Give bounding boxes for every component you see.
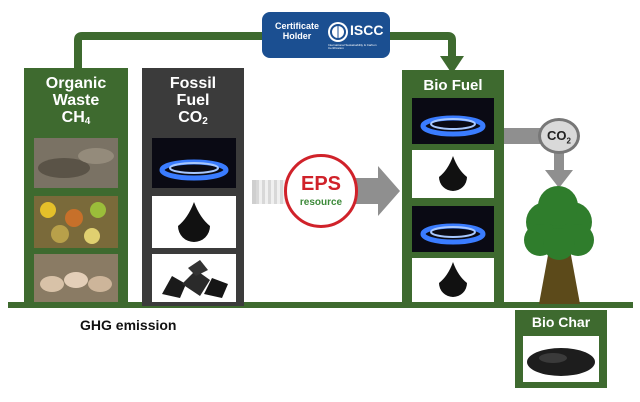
- organic-title-line2: Waste: [52, 91, 100, 109]
- fossil-formula-main: CO: [178, 108, 203, 126]
- tree-crown: [524, 186, 594, 260]
- fossil-title-line2: Fuel: [176, 91, 210, 109]
- eps-sub-text: resource: [299, 197, 343, 208]
- co2-down-shaft: [554, 152, 564, 174]
- ghg-emission-label: GHG emission: [80, 317, 177, 333]
- tree-trunk: [539, 228, 580, 304]
- certificate-badge: Certificate Holder ISCC International Su…: [262, 12, 390, 58]
- co2-bubble: CO2: [538, 118, 580, 154]
- biofuel-drop-image-2: [412, 258, 494, 302]
- certificate-holder-label: Certificate Holder: [274, 21, 319, 42]
- fossil-formula: CO2: [142, 108, 244, 128]
- grey-arrow-left: [256, 180, 286, 204]
- organic-waste-food-image: [34, 196, 118, 248]
- organic-formula-main: CH: [61, 108, 85, 126]
- organic-waste-column: Organic Waste CH4: [24, 68, 128, 306]
- fossil-oil-drop-image: [152, 196, 236, 248]
- fossil-gas-flame-image: [152, 138, 236, 188]
- eps-to-biofuel-arrow: [352, 166, 400, 216]
- co2-down-arrowhead: [545, 170, 573, 188]
- bio-char-title: Bio Char: [531, 314, 591, 330]
- biofuel-to-co2-connector: [502, 128, 542, 144]
- organic-waste-mud-image: [34, 138, 118, 188]
- biofuel-flame-image-1: [412, 98, 494, 144]
- fossil-coal-image: [152, 254, 236, 302]
- fossil-title-line1: Fossil: [169, 75, 217, 92]
- organic-title-line1: Organic: [45, 75, 107, 92]
- ground-line: [8, 302, 633, 308]
- bio-fuel-column: Bio Fuel: [402, 70, 504, 306]
- iscc-small-text: International Sustainability & Carbon Ce…: [328, 43, 377, 51]
- fossil-fuel-column: Fossil Fuel CO2: [142, 68, 244, 306]
- co2-text: CO2: [541, 128, 577, 146]
- eps-main-text: EPS: [300, 173, 342, 195]
- organic-formula: CH4: [24, 108, 128, 128]
- bio-fuel-title: Bio Fuel: [423, 77, 483, 94]
- eps-resource-logo: EPS resource: [284, 154, 358, 228]
- biochar-powder-image: [523, 336, 599, 382]
- top-flow-arrowhead: [440, 56, 464, 74]
- organic-formula-sub: 4: [84, 115, 91, 127]
- biofuel-drop-image-1: [412, 150, 494, 198]
- iscc-logo-icon: [328, 22, 348, 42]
- fossil-formula-sub: 2: [202, 115, 208, 127]
- iscc-brand: ISCC: [350, 22, 384, 38]
- co2-sub: 2: [566, 136, 571, 146]
- organic-waste-livestock-image: [34, 254, 118, 302]
- biofuel-flame-image-2: [412, 206, 494, 252]
- bio-char-box: Bio Char: [515, 310, 607, 388]
- co2-main: CO: [547, 128, 567, 143]
